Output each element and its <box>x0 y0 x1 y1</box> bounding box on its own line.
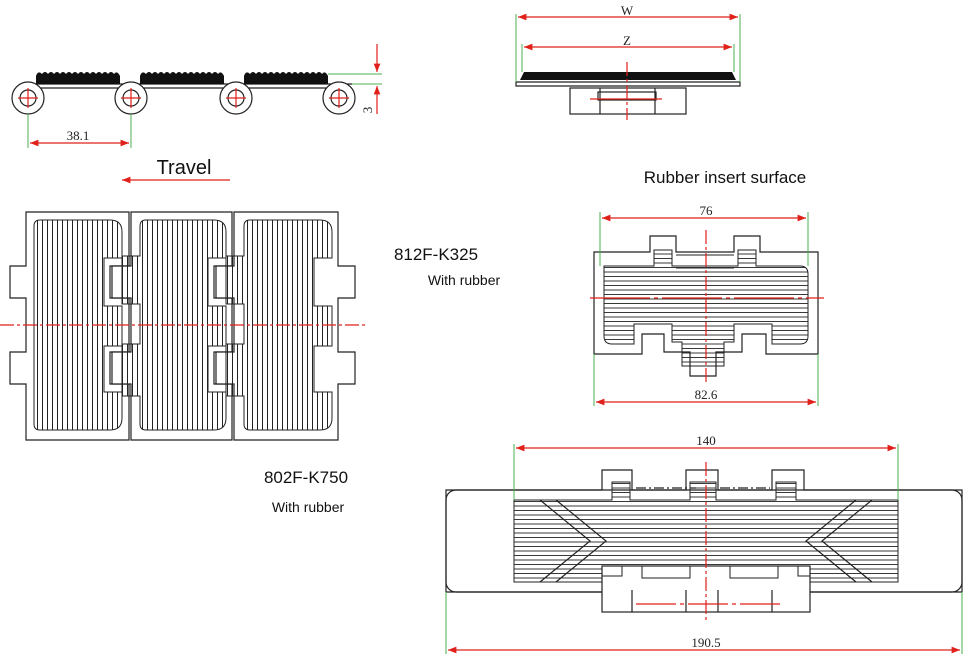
travel-label: Travel <box>157 157 212 179</box>
hinge-knuckle <box>11 81 356 115</box>
chain-top-view <box>0 211 366 441</box>
link-plate <box>9 211 130 441</box>
link-plate <box>111 211 233 441</box>
k750-width-dimension: 190.5 <box>691 635 720 650</box>
link-plate <box>215 211 356 441</box>
w-dimension: W <box>621 3 634 18</box>
model-812f-k325-note: With rubber <box>428 272 501 288</box>
side-view: 38.1 3 <box>11 44 382 148</box>
rubber-insert-surface-label: Rubber insert surface <box>644 168 807 187</box>
model-802f-k750-label: 802F-K750 <box>264 468 348 487</box>
plate-802f-k750: 140 190.5 <box>445 433 963 654</box>
end-view: W Z <box>515 3 741 120</box>
z-dimension: Z <box>623 33 631 48</box>
k325-insert-dimension: 76 <box>700 203 714 218</box>
height-dimension: 3 <box>360 107 375 114</box>
plate-812f-k325: 76 82.6 <box>590 203 824 406</box>
k325-width-dimension: 82.6 <box>695 387 718 402</box>
pitch-dimension: 38.1 <box>67 128 90 143</box>
model-802f-k750-note: With rubber <box>272 499 345 515</box>
model-812f-k325-label: 812F-K325 <box>394 245 478 264</box>
rubber-strip <box>36 72 328 84</box>
k750-insert-dimension: 140 <box>696 433 716 448</box>
center-marks <box>18 88 349 108</box>
